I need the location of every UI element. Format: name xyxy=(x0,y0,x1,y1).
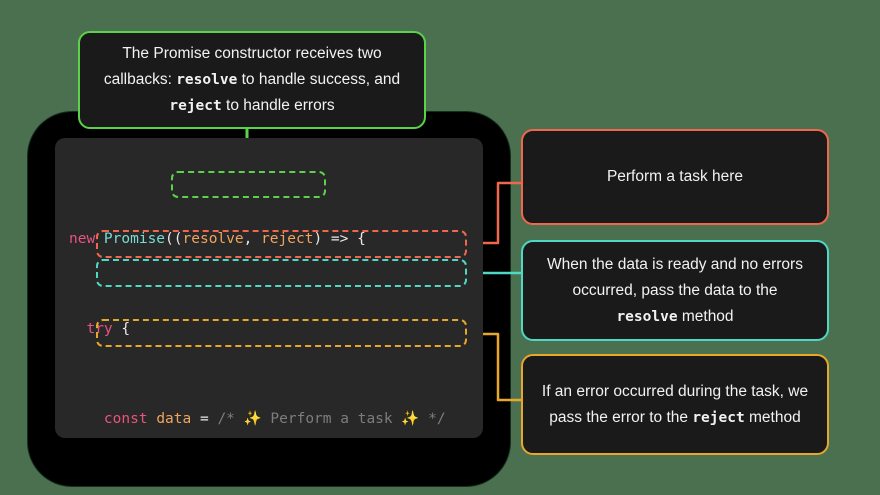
code-block: new Promise((resolve, reject) => { try {… xyxy=(55,138,483,438)
callout-constructor-text: The Promise constructor receives two cal… xyxy=(103,45,401,114)
code-line-3: const data = /* ✨ Perform a task ✨ */ xyxy=(103,411,446,427)
code-line-2: try { xyxy=(86,321,131,337)
callout-constructor: The Promise constructor receives two cal… xyxy=(78,31,426,129)
callout-resolve-text: When the data is ready and no errors occ… xyxy=(547,255,803,325)
code-panel: new Promise((resolve, reject) => { try {… xyxy=(55,138,483,438)
callout-task: Perform a task here xyxy=(521,129,829,225)
callout-resolve: When the data is ready and no errors occ… xyxy=(521,240,829,341)
callout-reject: If an error occurred during the task, we… xyxy=(521,354,829,455)
callout-reject-text: If an error occurred during the task, we… xyxy=(541,382,809,426)
callout-task-text: Perform a task here xyxy=(606,168,744,185)
code-line-1: new Promise((resolve, reject) => { xyxy=(69,231,366,247)
